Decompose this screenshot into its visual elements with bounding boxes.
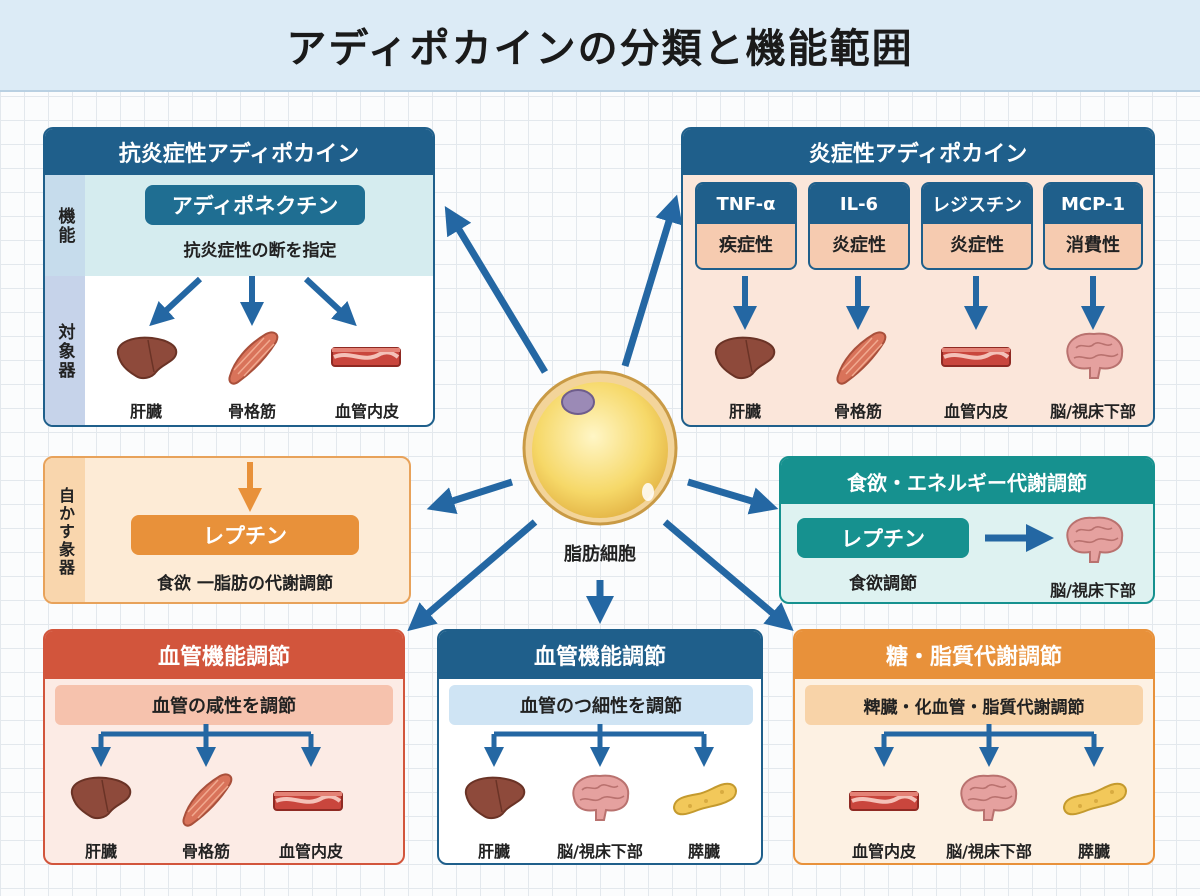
inflam-organ-label-3: 血管内皮 [943,402,1008,421]
blood-vessel-icon [941,347,1011,367]
il6-effect: 炎症性 [832,235,886,256]
inflam-organ-label-2: 骨格筋 [833,402,882,421]
liver-icon [70,776,132,820]
brain-icon [1066,332,1124,379]
page-title: アディポカインの分類と機能範囲 [286,26,914,72]
metabolism-bar: 粺臓・化血管・脂質代謝調節 [805,685,1143,725]
resistin-effect: 炎症性 [950,235,1004,256]
anti-organ-label-3: 血管内皮 [334,402,399,421]
resistin-name: レジスチン [923,184,1031,224]
tnf-alpha-card: TNF-α 疾症性 [695,182,797,270]
appetite-panel-title: 食欲・エネルギー代謝調節 [781,458,1153,504]
arrow-to-vascular-red [407,519,538,632]
vascular-red-bar: 血管の咸性を調節 [55,685,393,725]
vascular-red-organ-label-1: 肝臓 [84,842,117,861]
leptin-right-pill: レプチン [797,518,969,558]
appetite-description: 食欲調節 [849,574,917,594]
resistin-card: レジスチン 炎症性 [921,182,1033,270]
center-label: 脂肪細胞 [564,544,636,565]
arrow-to-appetite [686,478,779,515]
anti-organ-label-1: 肝臓 [129,402,162,421]
vascular-blue-title: 血管機能調節 [439,631,761,679]
brain-icon [572,774,630,821]
anti-description: 抗炎症性の断を指定 [183,241,337,261]
vascular-red-panel: 血管機能調節 血管の咸性を調節 [43,629,405,865]
inflammatory-panel: 炎症性アディポカイン [681,127,1155,427]
anti-side-target: 対象器 [45,276,85,425]
blood-vessel-icon [849,791,919,811]
brain-icon [960,774,1018,821]
metabolism-organ-label-1: 血管内皮 [851,842,916,861]
anti-side-function: 機能 [45,175,85,276]
tnf-alpha-name: TNF-α [697,184,795,224]
mcp1-name: MCP-1 [1045,184,1141,224]
inflam-organ-label-4: 脳/視床下部 [1050,402,1136,421]
metabolism-organ-label-3: 膵臓 [1077,842,1110,861]
anti-panel-title: 抗炎症性アディポカイン [45,129,433,175]
muscle-icon [836,331,887,385]
mcp1-card: MCP-1 消費性 [1043,182,1143,270]
pancreas-icon [672,782,737,816]
vascular-red-organ-label-2: 骨格筋 [181,842,230,861]
tnf-alpha-effect: 疾症性 [719,235,773,256]
arrow-to-anti [444,206,548,374]
muscle-icon [228,331,279,385]
appetite-organ-label: 脳/視床下部 [1050,581,1136,600]
adiponectin-pill: アディポネクチン [145,185,365,225]
vascular-blue-organ-label-2: 脳/視床下部 [557,842,643,861]
liver-icon [116,336,178,380]
metabolism-title: 糖・脂質代謝調節 [795,631,1153,679]
leptin-left-pill: レプチン [131,515,359,555]
page-header: アディポカインの分類と機能範囲 [0,0,1200,92]
metabolism-organ-label-2: 脳/視床下部 [946,842,1032,861]
leptin-left-side: 自かす彖器 [45,458,85,602]
liver-icon [714,336,776,380]
muscle-icon [182,773,233,827]
anti-organ-label-2: 骨格筋 [227,402,276,421]
blood-vessel-icon [331,347,401,367]
vascular-blue-bar: 血管のつ細性を調節 [449,685,753,725]
blood-vessel-icon [273,791,343,811]
inflam-panel-title: 炎症性アディポカイン [683,129,1153,175]
pancreas-icon [1062,782,1127,816]
arrow-to-leptin-left [426,478,514,515]
arrow-to-metabolism [662,519,794,632]
liver-icon [464,776,526,820]
inflam-organ-label-1: 肝臓 [728,402,761,421]
leptin-left-description: 食欲 一脂肪の代謝調節 [157,574,333,594]
arrow-to-inflam [621,194,683,368]
il6-card: IL-6 炎症性 [808,182,910,270]
mcp1-effect: 消費性 [1066,235,1120,256]
brain-icon [1066,516,1124,563]
vascular-red-title: 血管機能調節 [45,631,403,679]
il6-name: IL-6 [810,184,908,224]
vascular-blue-organ-label-1: 肝臓 [477,842,510,861]
vascular-blue-organ-label-3: 膵臓 [687,842,720,861]
vascular-red-organ-label-3: 血管内皮 [278,842,343,861]
